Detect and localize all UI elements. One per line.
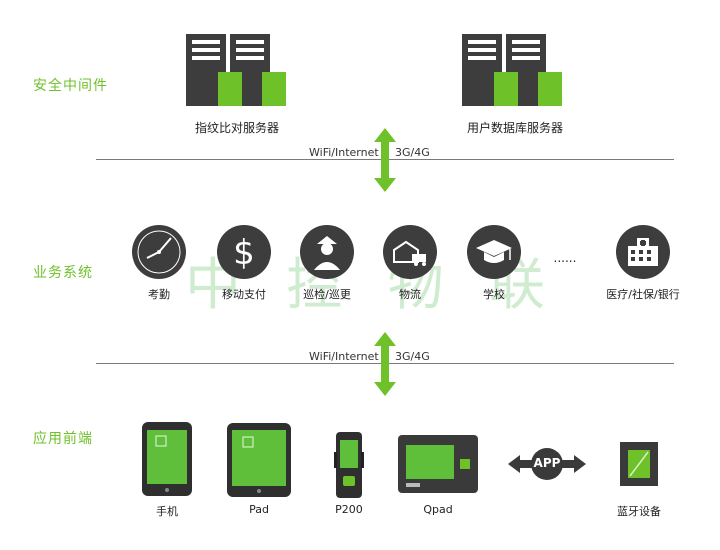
ellipsis: ...... xyxy=(553,251,577,265)
system-label: 考勤 xyxy=(148,288,170,301)
phone-icon xyxy=(142,422,192,496)
dollar-icon: $ xyxy=(217,225,271,279)
double-arrow-icon xyxy=(374,332,396,396)
hospital-icon xyxy=(616,225,670,279)
double-arrow-icon xyxy=(374,128,396,192)
system-label: 医疗/社保/银行 xyxy=(606,288,680,301)
device-label: P200 xyxy=(335,503,363,516)
server-icon xyxy=(462,34,562,106)
system-label: 移动支付 xyxy=(222,288,266,301)
server-icon xyxy=(186,34,286,106)
system-label: 物流 xyxy=(399,288,421,301)
system-label: 学校 xyxy=(483,288,505,301)
server-label: 用户数据库服务器 xyxy=(466,121,563,135)
tablet-icon xyxy=(227,423,291,497)
network-label-cellular: 3G/4G xyxy=(395,146,430,159)
graduation-cap-icon xyxy=(467,225,521,279)
network-label-wifi: WiFi/Internet xyxy=(309,350,379,363)
server-label: 指纹比对服务器 xyxy=(194,121,279,135)
network-label-wifi: WiFi/Internet xyxy=(309,146,379,159)
clock-icon xyxy=(132,225,186,279)
handheld-icon xyxy=(334,432,364,498)
truck-icon xyxy=(383,225,437,279)
system-label: 巡检/巡更 xyxy=(303,288,351,301)
device-label: 蓝牙设备 xyxy=(617,505,661,518)
qpad-icon xyxy=(398,435,478,493)
bluetooth-device-icon xyxy=(620,442,658,486)
device-label: 手机 xyxy=(156,505,178,518)
layer-label-security: 安全中间件 xyxy=(33,78,108,94)
guard-icon xyxy=(300,225,354,279)
device-label: Qpad xyxy=(423,503,453,516)
svg-text:$: $ xyxy=(233,233,255,273)
app-double-arrow-icon xyxy=(508,448,586,480)
layer-label-business: 业务系统 xyxy=(33,265,93,281)
network-label-cellular: 3G/4G xyxy=(395,350,430,363)
layer-label-frontend: 应用前端 xyxy=(33,431,93,447)
device-label: Pad xyxy=(249,503,269,516)
app-badge: APP xyxy=(533,456,561,470)
